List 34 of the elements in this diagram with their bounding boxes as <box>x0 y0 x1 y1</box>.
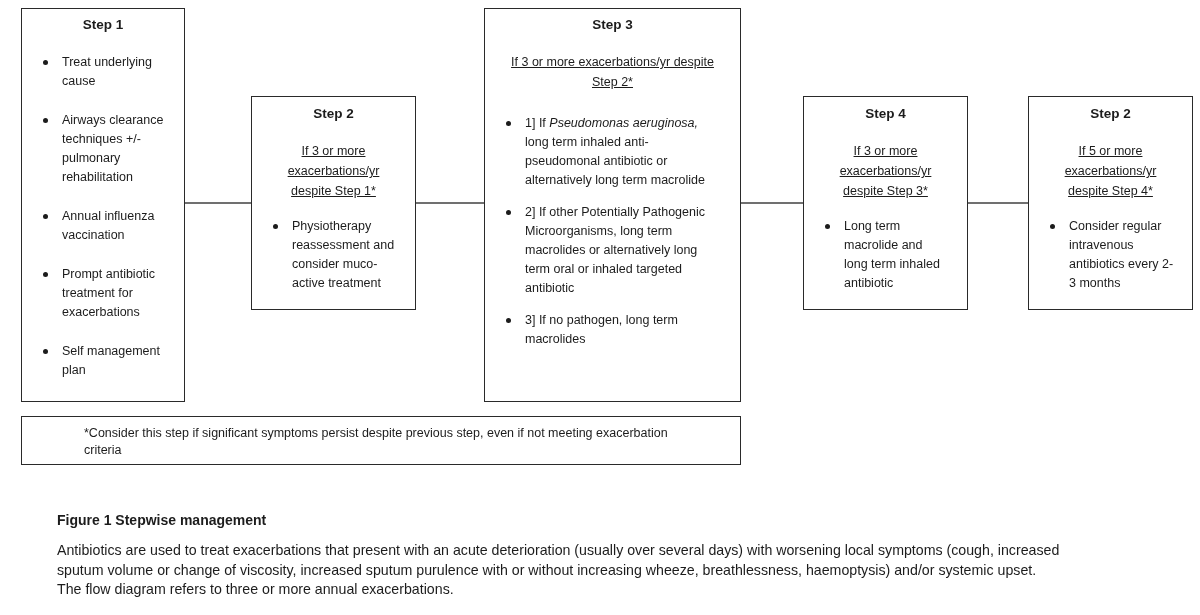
step-box <box>251 96 416 310</box>
footnote-text: *Consider this step if significant symptoms persist despite previous step, even if not meeting exacerbation criteria <box>83 425 669 459</box>
condition-text: If 3 or more exacerbations/yr despite Step 2* <box>510 54 715 91</box>
condition-text: If 5 or more exacerbations/yr despite Step 4* <box>1063 143 1158 200</box>
list-item-text: Airways clearance techniques +/- pulmonary rehabilitation <box>62 112 165 186</box>
list-item-text: Consider regular intravenous antibiotics every 2-3 months <box>1069 218 1175 292</box>
list-item-text: Prompt antibiotic treatment for exacerbations <box>62 266 157 321</box>
step-heading: Step 2 <box>313 105 354 123</box>
list-item-text: Annual influenza vaccination <box>62 208 156 244</box>
figure-caption: Figure 1 Stepwise management <box>57 511 267 529</box>
list-item-text: Physiotherapy reassessment and consider muco-active treatment <box>292 218 396 292</box>
step-box <box>1028 96 1193 310</box>
step-heading: Step 1 <box>82 16 124 34</box>
step-box <box>484 8 741 402</box>
list-item-text: Treat underlying cause <box>62 54 153 90</box>
step-heading: Step 4 <box>865 105 906 123</box>
connector-line <box>740 202 804 204</box>
step-box <box>803 96 968 310</box>
footnote-box <box>21 416 741 465</box>
body-paragraph: The flow diagram refers to three or more annual exacerbations. <box>57 580 455 599</box>
condition-text: If 3 or more exacerbations/yr despite Step 3* <box>838 143 933 200</box>
step-heading: Step 3 <box>592 16 633 34</box>
connector-line <box>184 202 252 204</box>
connector-line <box>415 202 485 204</box>
step-heading: Step 2 <box>1090 105 1131 123</box>
condition-text: If 3 or more exacerbations/yr despite Step 1* <box>286 143 381 200</box>
list-item-text: Self management plan <box>62 343 161 379</box>
list-item-text: 3] If no pathogen, long term macrolides <box>525 312 679 348</box>
list-item-text: 1] If Pseudomonas aeruginosa, long term inhaled anti-pseudomonal antibiotic or alternatively long term macrolide <box>525 115 706 189</box>
body-paragraph: Antibiotics are used to treat exacerbations that present with an acute deterioration (usually over several days) with worsening local symptoms (cough, increased sputum volume or change of viscosity, increased sputum purulence with or without increasing wheeze, breathlessness, haemoptysis) and/or systemic upset. <box>57 541 1061 580</box>
list-item-text: Long term macrolide and long term inhaled antibiotic <box>844 218 941 292</box>
connector-line <box>967 202 1029 204</box>
step-box <box>21 8 185 402</box>
list-item-text: 2] If other Potentially Pathogenic Microorganisms, long term macrolides or alternatively long term oral or inhaled targeted antibiotic <box>525 204 706 297</box>
